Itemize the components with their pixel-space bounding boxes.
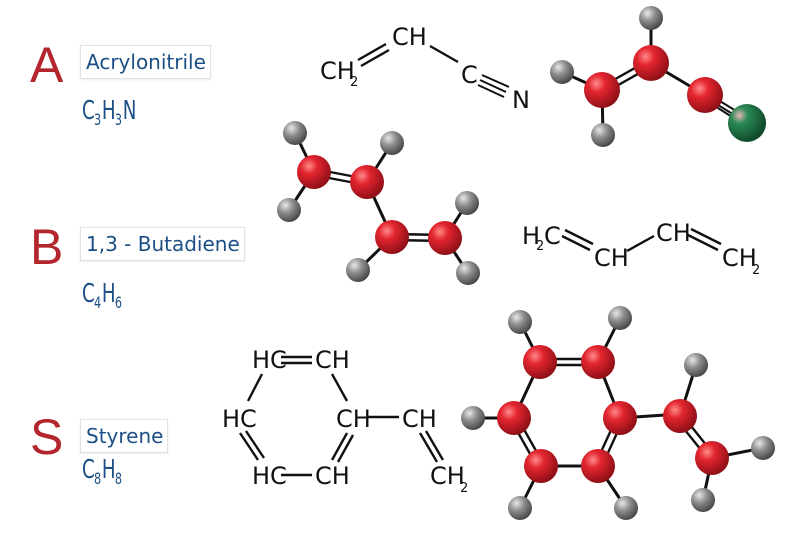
formula-element: H	[101, 279, 116, 309]
hydrogen-atom	[614, 496, 638, 520]
carbon-atom	[523, 345, 557, 379]
atom-label: CH	[594, 244, 629, 272]
atom-subscript: 2	[350, 75, 358, 90]
hydrogen-atom	[751, 436, 775, 460]
structural-formula-acrylonitrile: CH 2 CH C N	[320, 23, 530, 114]
carbon-atom	[584, 72, 620, 108]
formula-count: 8	[114, 469, 122, 488]
hydrogen-atom	[380, 131, 404, 155]
hydrogen-atom	[639, 6, 663, 30]
carbon-atom	[581, 345, 615, 379]
atom-label: N	[512, 86, 530, 114]
formula-count: 3	[114, 110, 122, 129]
structural-formula-butadiene: H 2 C CH CH CH 2	[522, 219, 760, 278]
atom-label: CH	[430, 462, 465, 490]
nitrogen-atom	[728, 104, 766, 142]
hydrogen-atom	[591, 123, 615, 147]
molecular-formula-butadiene: C4H6	[82, 281, 123, 311]
atom-label: CH	[722, 244, 757, 272]
hydrogen-atom	[456, 261, 480, 285]
carbon-atom	[497, 401, 531, 435]
formula-count: 6	[114, 293, 122, 312]
atom-label: HC	[222, 405, 257, 433]
molecule-name-acrylonitrile: Acrylonitrile	[80, 45, 211, 79]
molecular-formula-acrylonitrile: C3H3N	[82, 98, 136, 128]
formula-count: 8	[93, 469, 102, 488]
hydrogen-atom	[455, 191, 479, 215]
hydrogen-atom	[608, 306, 632, 330]
section-letter-a: A	[30, 37, 64, 93]
atom-label: CH	[392, 23, 427, 51]
molecule-name-butadiene: 1,3 - Butadiene	[80, 227, 245, 261]
carbon-atom	[581, 449, 615, 483]
molecule-name-styrene: Styrene	[80, 419, 169, 453]
hydrogen-atom	[508, 496, 532, 520]
ball-stick-model-acrylonitrile	[550, 6, 766, 147]
molecular-formula-styrene: C8H8	[82, 457, 123, 487]
hydrogen-atom	[508, 310, 532, 334]
carbon-atom	[297, 155, 331, 189]
atom-subscript: 2	[752, 263, 760, 278]
hydrogen-atom	[461, 406, 485, 430]
atom-label: HC	[252, 346, 287, 374]
formula-element: C	[82, 96, 95, 126]
hydrogen-atom	[283, 121, 307, 145]
atom-label: CH	[336, 405, 371, 433]
atom-label: CH	[656, 219, 691, 247]
atom-label: CH	[402, 405, 437, 433]
hydrogen-atom	[550, 60, 574, 84]
atom-label: CH	[320, 57, 355, 85]
atom-label: H	[522, 222, 540, 250]
carbon-atom	[663, 399, 697, 433]
formula-element: C	[82, 279, 95, 309]
carbon-atom	[633, 45, 669, 81]
formula-count: 4	[93, 293, 102, 312]
formula-element: N	[122, 96, 137, 126]
carbon-atom	[428, 221, 462, 255]
atom-subscript: 2	[460, 481, 468, 496]
atom-subscript: 2	[536, 239, 544, 254]
section-letter-s: S	[30, 409, 64, 465]
hydrogen-atom	[691, 488, 715, 512]
hydrogen-atom	[346, 258, 370, 282]
ball-stick-model-butadiene	[277, 121, 480, 285]
atom-label: CH	[315, 462, 350, 490]
section-letter-b: B	[30, 219, 64, 275]
carbon-atom	[524, 449, 558, 483]
hydrogen-atom	[684, 353, 708, 377]
hydrogen-atom	[277, 198, 301, 222]
formula-element: C	[82, 455, 95, 485]
atom-label: CH	[315, 346, 350, 374]
carbon-atom	[375, 220, 409, 254]
formula-count: 3	[93, 110, 102, 129]
carbon-atom	[350, 165, 384, 199]
atom-label: C	[461, 61, 478, 89]
formula-element: H	[101, 96, 116, 126]
carbon-atom	[687, 77, 723, 113]
carbon-atom	[695, 441, 729, 475]
structural-formula-styrene: HC CH HC CH CH HC CH CH 2	[222, 346, 468, 496]
ball-stick-model-styrene	[461, 306, 775, 520]
formula-element: H	[101, 455, 116, 485]
atom-label: C	[544, 222, 561, 250]
carbon-atom	[603, 401, 637, 435]
